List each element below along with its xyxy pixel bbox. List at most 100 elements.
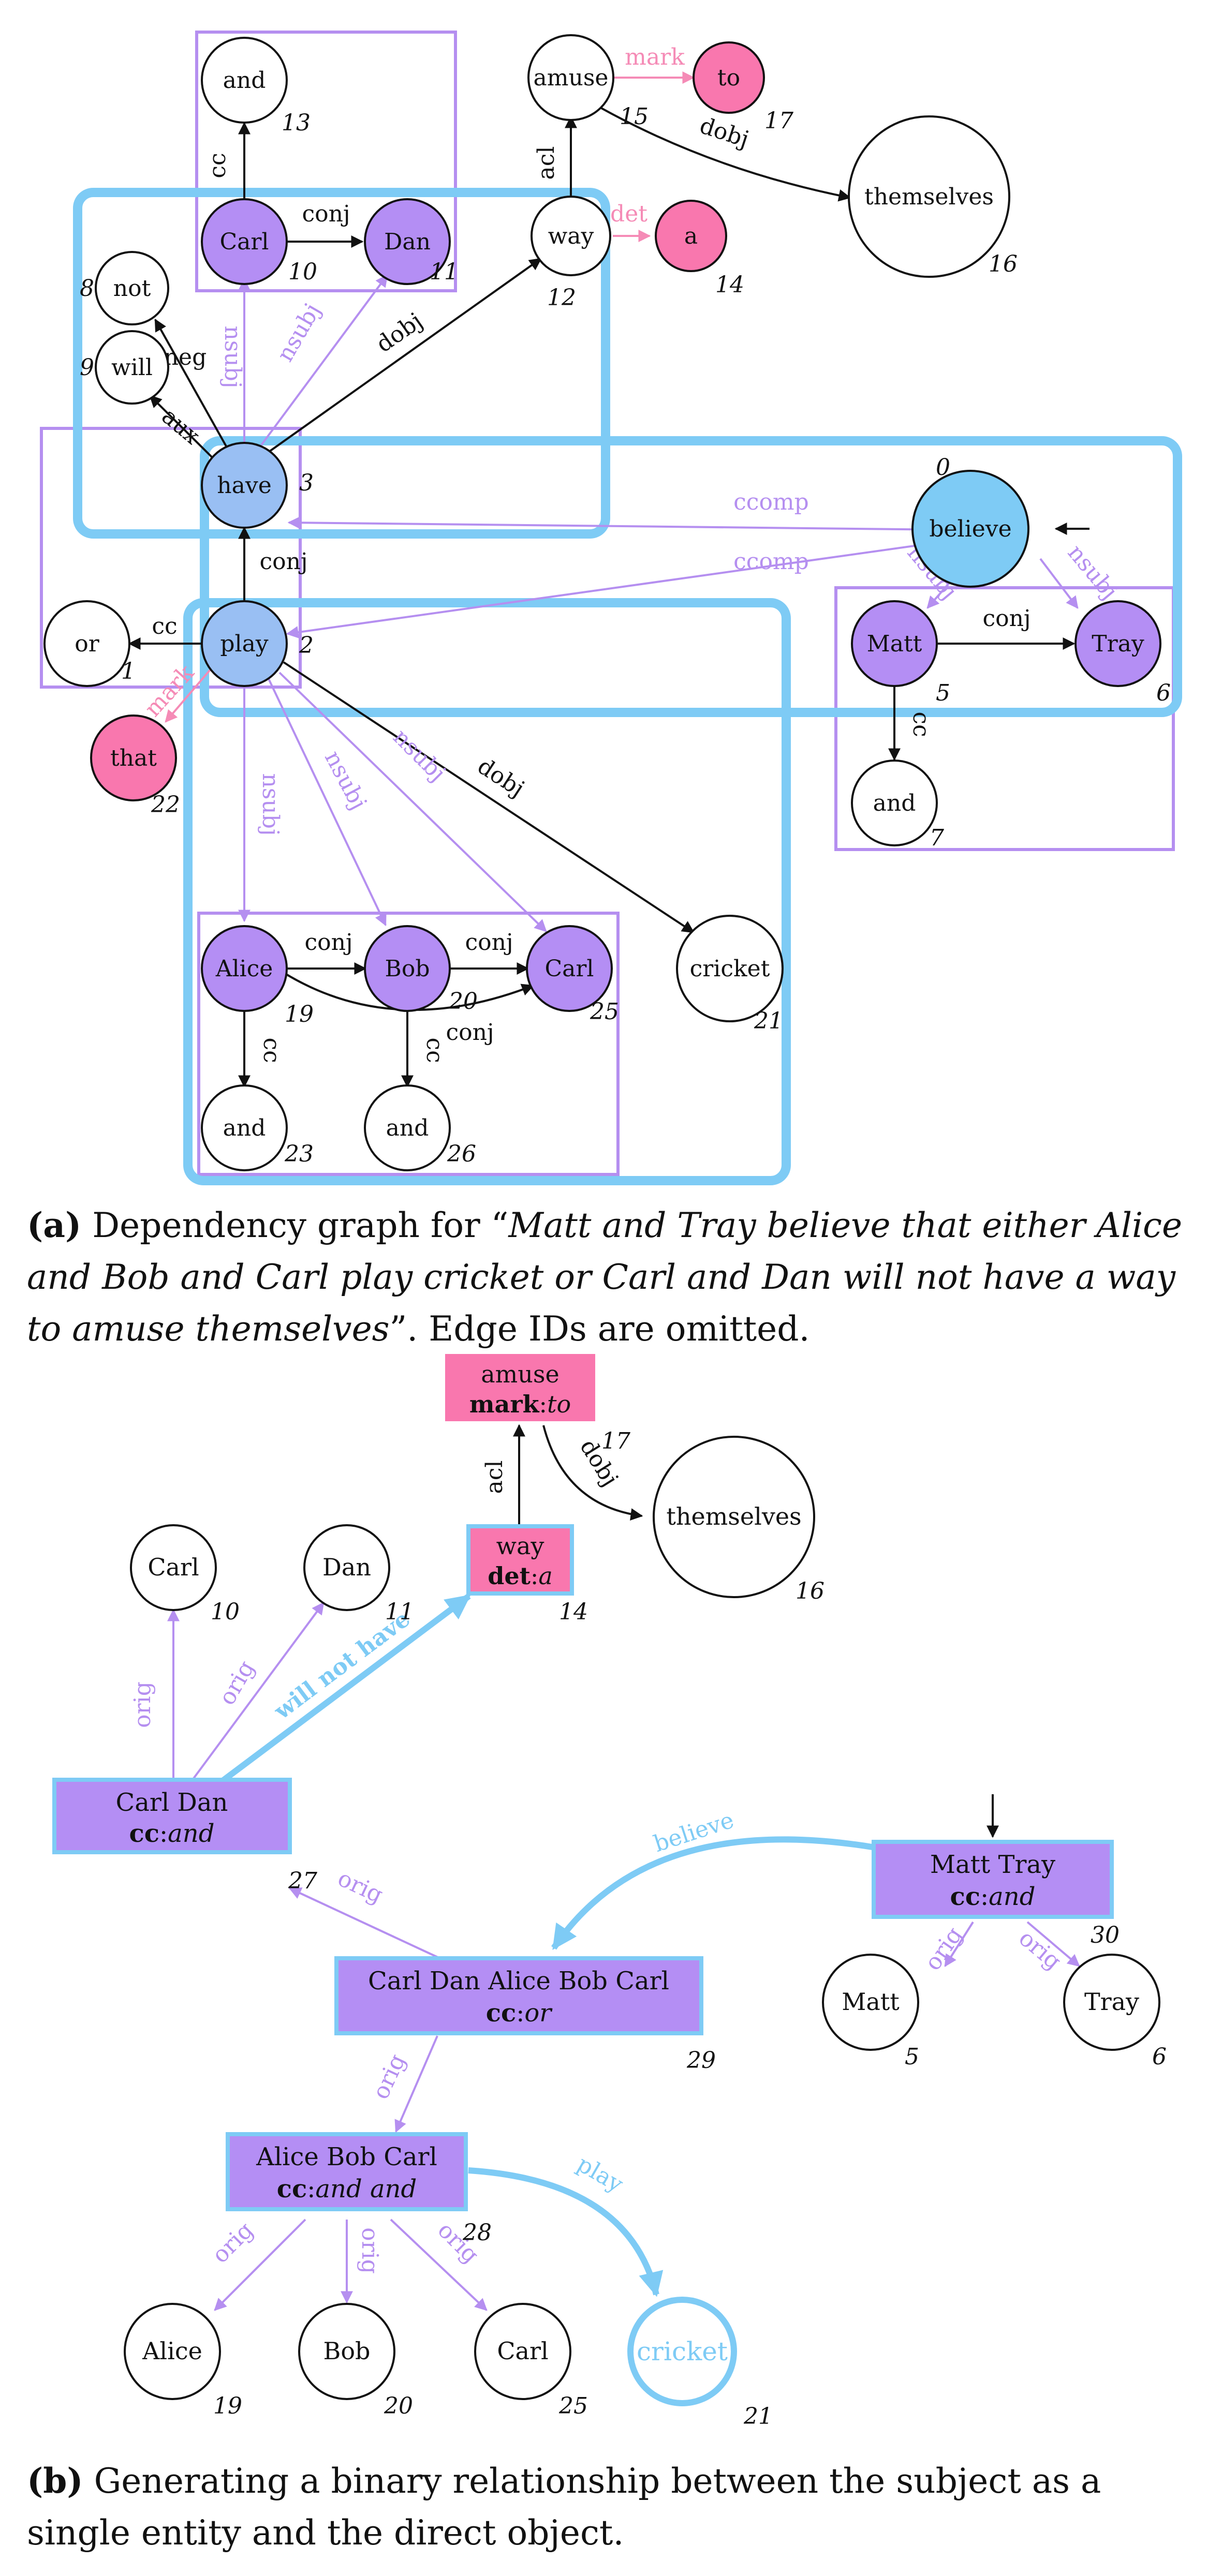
svg-text:Carl Dan: Carl Dan: [116, 1788, 228, 1817]
node: or 1: [43, 600, 136, 687]
svg-text:10: 10: [211, 1599, 240, 1625]
caption-text: Generating a binary relationship between…: [27, 2461, 1101, 2553]
node: themselves 16: [653, 1436, 825, 1604]
edge-amuse-themselves: [600, 107, 851, 202]
node: Dan 11: [364, 198, 459, 285]
svg-text:20: 20: [448, 988, 478, 1015]
svg-text:12: 12: [547, 285, 576, 311]
edge-group28-alice: [214, 2218, 306, 2311]
edge-group28-carl: [390, 2218, 488, 2311]
node: and 26: [364, 1084, 476, 1171]
group-box-or: [40, 427, 302, 689]
node: Tray 6: [1063, 1954, 1167, 2070]
node: cricket 21: [627, 2297, 773, 2430]
node: cricket 21: [676, 915, 784, 1034]
svg-text:2: 2: [299, 632, 314, 659]
entity-box: Alice Bob Carl cc:and and 28: [226, 2132, 492, 2246]
svg-text:14: 14: [715, 272, 744, 298]
svg-text:17: 17: [601, 1428, 630, 1454]
svg-text:mark:to: mark:to: [469, 1390, 571, 1418]
svg-text:27: 27: [288, 1868, 317, 1894]
group-box-alice-bob-carl: [197, 912, 620, 1176]
svg-text:Dan: Dan: [322, 1553, 371, 1581]
node: Alice 19: [124, 2303, 242, 2419]
svg-text:Bob: Bob: [323, 2337, 371, 2365]
svg-text:Dan: Dan: [384, 229, 431, 255]
svg-text:believe: believe: [929, 516, 1011, 542]
svg-text:26: 26: [447, 1141, 476, 1167]
node: believe 0: [911, 454, 1029, 588]
svg-text:15: 15: [620, 103, 649, 130]
svg-text:way: way: [548, 223, 594, 249]
node: Dan 11: [303, 1524, 414, 1625]
node: have 3: [201, 442, 314, 529]
svg-text:Bob: Bob: [385, 956, 430, 982]
node: Carl 10: [201, 198, 317, 285]
svg-text:not: not: [113, 275, 151, 302]
edge-label: nsubj: [272, 299, 326, 366]
edge-label: det: [610, 201, 647, 227]
svg-text:28: 28: [462, 2220, 492, 2246]
edge-label: nsubj: [388, 724, 451, 787]
edge-matttray-tray: [1026, 1921, 1080, 1967]
svg-text:Carl Dan Alice Bob Carl: Carl Dan Alice Bob Carl: [368, 1967, 669, 1996]
caption-b: (b) Generating a binary relationship bet…: [27, 2455, 1197, 2559]
edge-label: conj: [304, 929, 352, 956]
svg-text:cc:and: cc:and: [129, 1819, 215, 1848]
svg-text:6: 6: [1152, 2044, 1167, 2070]
svg-text:Carl: Carl: [148, 1553, 199, 1581]
scope-box-have: [73, 188, 610, 539]
edge-believe-tray: [1039, 558, 1079, 609]
svg-text:Alice Bob Carl: Alice Bob Carl: [256, 2142, 437, 2171]
edge-label: cc: [258, 1037, 285, 1063]
edge-believe-play: [286, 540, 952, 638]
node: and 7: [851, 760, 944, 851]
node: and 23: [201, 1084, 314, 1171]
entity-box: Matt Tray cc:and 30: [872, 1840, 1120, 1948]
svg-text:0: 0: [936, 454, 950, 481]
node: amuse 15: [527, 34, 649, 130]
svg-text:9: 9: [80, 354, 94, 381]
svg-text:11: 11: [430, 259, 459, 285]
figure-b: acl dobj orig orig will not have believe…: [52, 1354, 1167, 2430]
svg-text:Alice: Alice: [142, 2337, 202, 2365]
edge-play-that: [165, 666, 213, 723]
edge-label: orig: [334, 1865, 387, 1909]
svg-text:11: 11: [385, 1599, 414, 1625]
svg-text:that: that: [110, 745, 157, 771]
node: way 12: [531, 196, 611, 311]
svg-text:way: way: [496, 1532, 544, 1560]
svg-text:and: and: [386, 1115, 429, 1141]
svg-text:19: 19: [285, 1001, 314, 1028]
node: and 13: [201, 37, 311, 136]
svg-text:16: 16: [989, 251, 1018, 277]
svg-text:amuse: amuse: [534, 65, 609, 91]
svg-text:23: 23: [284, 1141, 314, 1167]
edge-amuse-themselves-b: [542, 1425, 643, 1521]
edge-label: conj: [259, 548, 307, 575]
svg-text:cc:or: cc:or: [486, 1999, 553, 2028]
svg-text:have: have: [217, 472, 271, 499]
edge-label: conj: [302, 201, 350, 227]
svg-text:Matt Tray: Matt Tray: [930, 1850, 1055, 1879]
edge-carldan-way: [220, 1594, 471, 1783]
svg-text:1: 1: [121, 658, 136, 684]
caption-tag: (a): [27, 1205, 82, 1245]
svg-text:22: 22: [151, 792, 180, 818]
entity-box: way det:a 14: [466, 1524, 588, 1625]
node: that 22: [90, 714, 180, 818]
edge-label: dobj: [697, 112, 753, 153]
edge-label: play: [572, 2151, 627, 2198]
node: Matt 5: [851, 600, 950, 706]
svg-text:29: 29: [686, 2047, 716, 2074]
svg-text:17: 17: [764, 108, 793, 134]
edge-label: orig: [919, 1922, 967, 1975]
edge-label: cc: [204, 153, 231, 178]
node: play 2: [201, 600, 314, 687]
entity-box: Carl Dan cc:and 27: [52, 1778, 317, 1894]
edge-label: ccomp: [733, 548, 809, 575]
svg-text:Carl: Carl: [544, 956, 594, 982]
caption-text: Dependency graph for “: [81, 1205, 509, 1245]
svg-text:Carl: Carl: [497, 2337, 548, 2365]
edge-label: orig: [214, 1656, 260, 1709]
